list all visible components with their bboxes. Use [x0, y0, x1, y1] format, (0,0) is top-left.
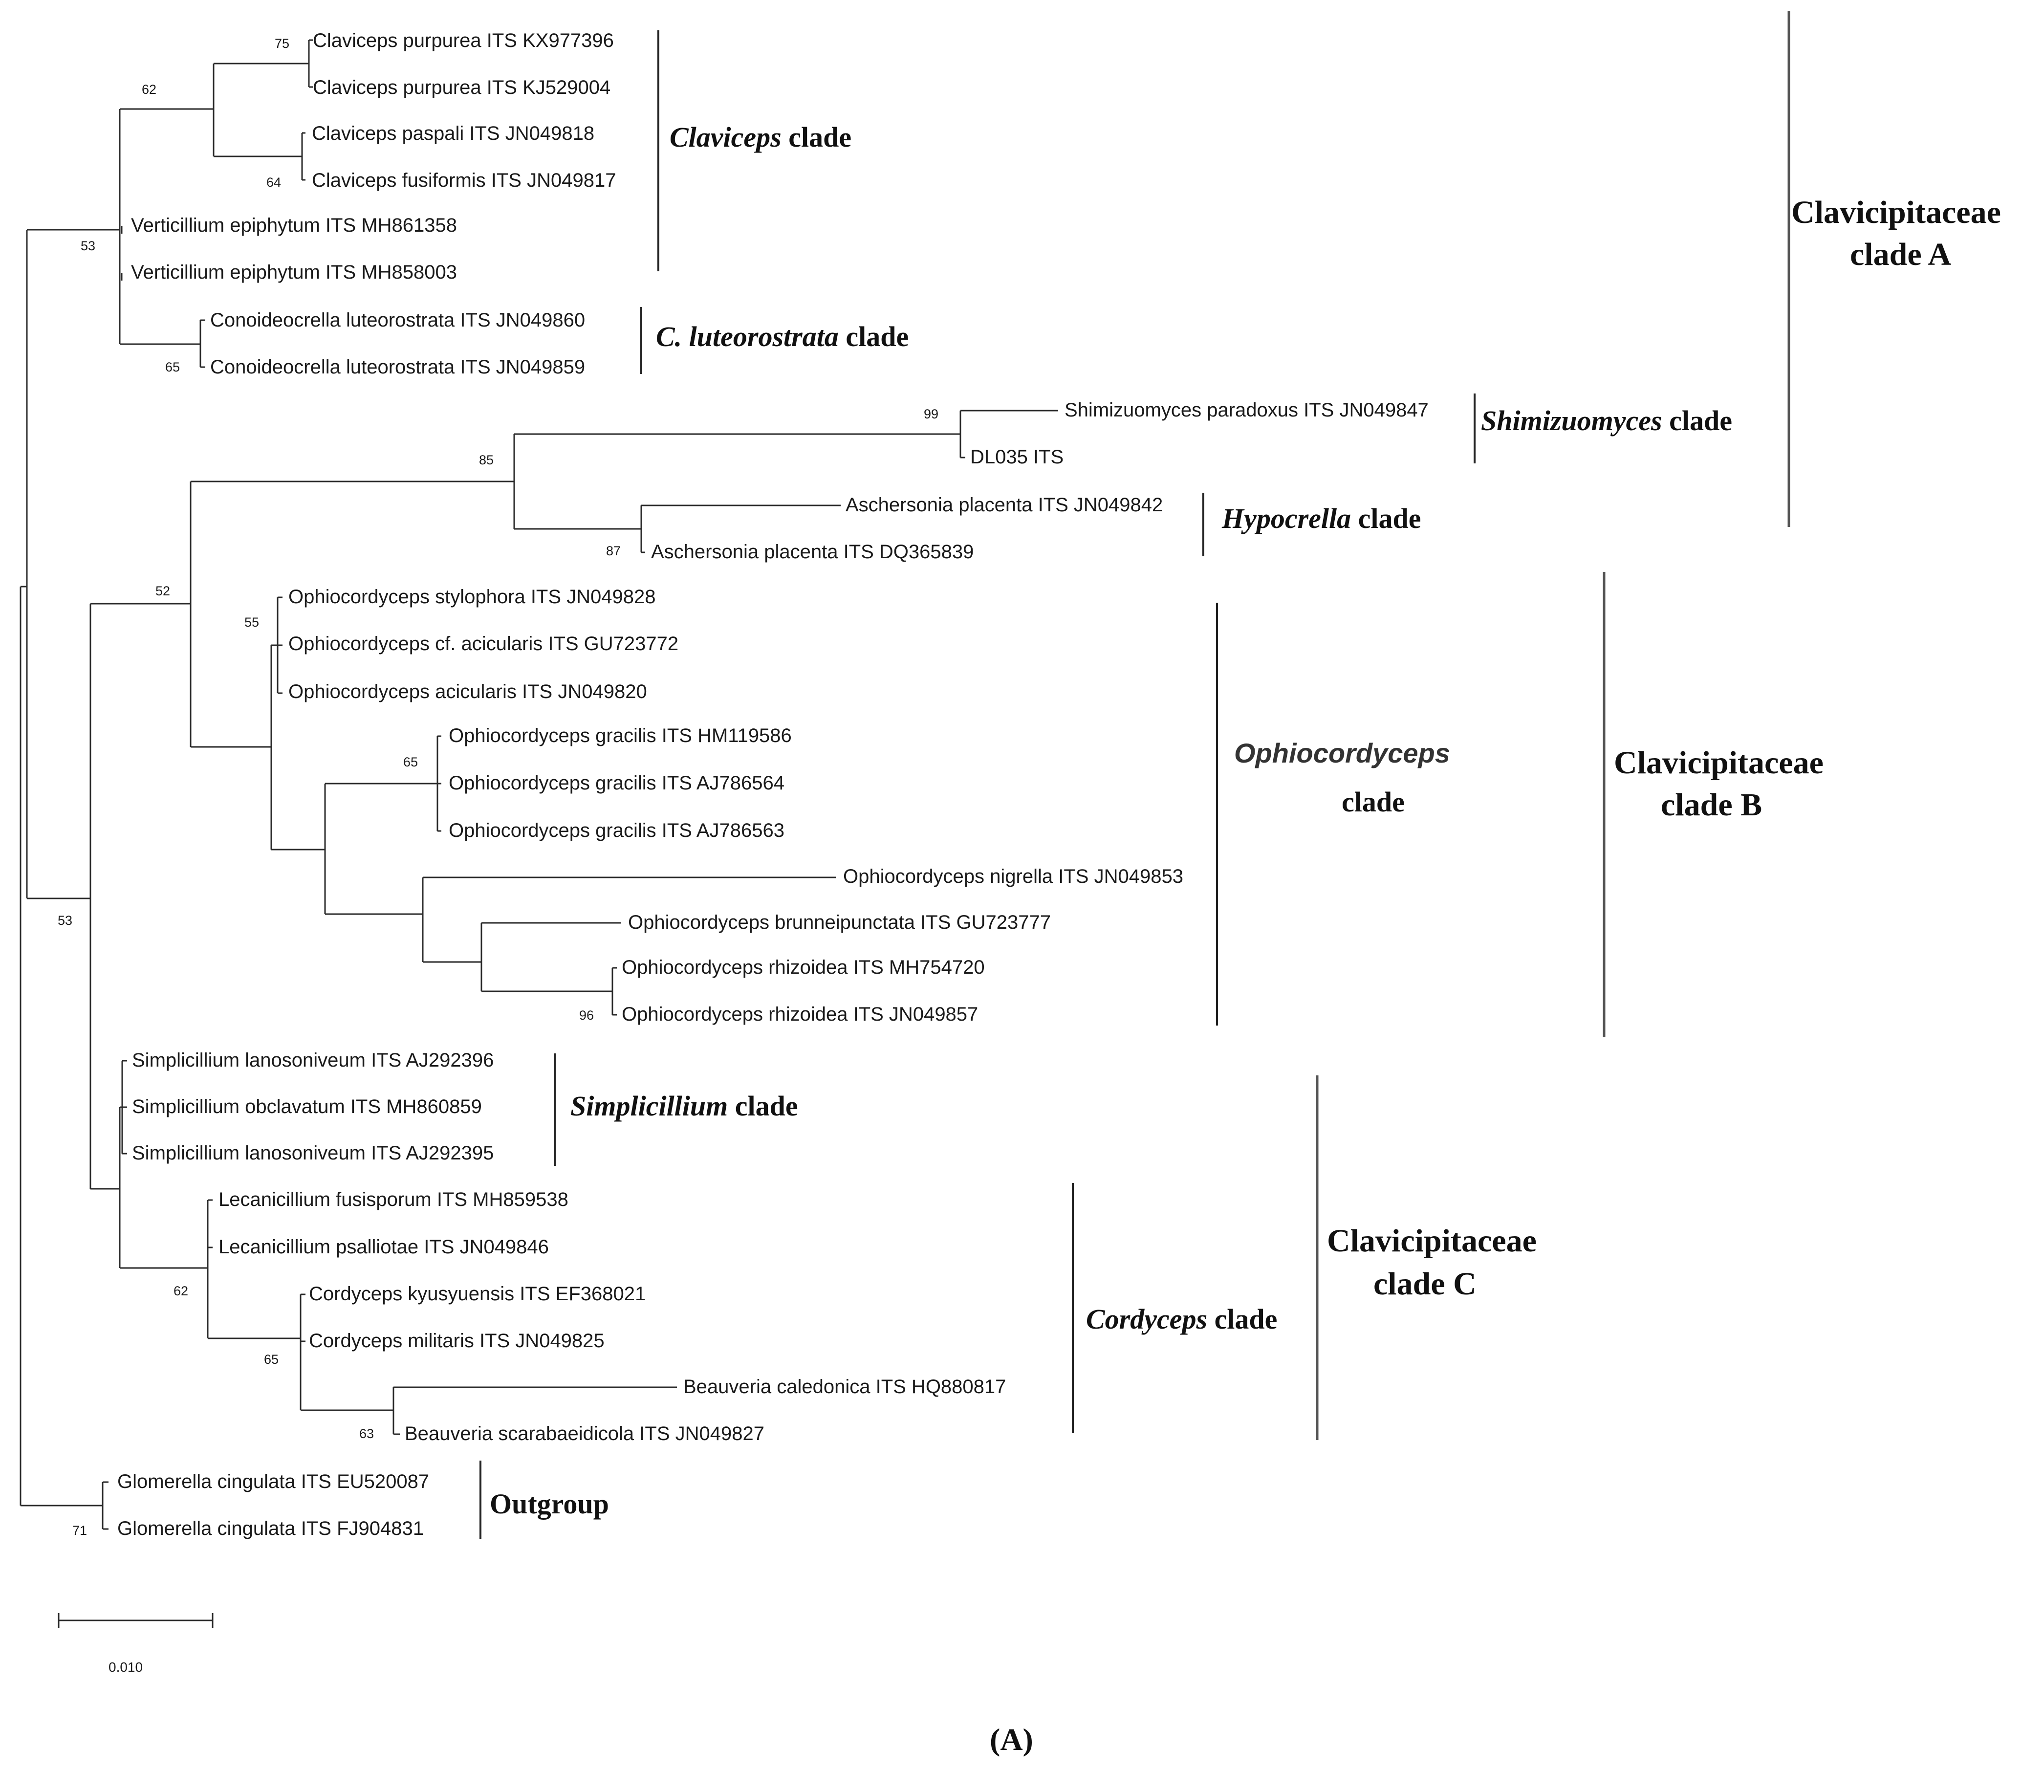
taxon-label: Ophiocordyceps brunneipunctata ITS GU723…	[628, 912, 1051, 933]
shimizuomyces-clade-label: Shimizuomyces clade	[1481, 405, 1732, 437]
taxon-label: Cordyceps militaris ITS JN049825	[309, 1330, 605, 1352]
bootstrap-value: 65	[165, 360, 180, 374]
cordyceps-clade-label: Cordyceps clade	[1086, 1303, 1277, 1335]
taxon-label: Verticillium epiphytum ITS MH861358	[131, 215, 457, 236]
taxon-label: Lecanicillium psalliotae ITS JN049846	[218, 1236, 549, 1258]
clade-brackets	[479, 11, 1790, 1539]
taxon-label: Simplicillium obclavatum ITS MH860859	[132, 1096, 482, 1117]
taxon-label: Simplicillium lanosoniveum ITS AJ292396	[132, 1049, 494, 1071]
bootstrap-value: 65	[403, 755, 418, 769]
taxon-label: Lecanicillium fusisporum ITS MH859538	[218, 1189, 568, 1210]
taxon-label: Beauveria scarabaeidicola ITS JN049827	[405, 1423, 764, 1444]
taxon-label: Ophiocordyceps gracilis ITS HM119586	[449, 725, 792, 746]
bootstrap-value: 53	[58, 913, 72, 928]
family-labels: Clavicipitaceae clade A Clavicipitaceae …	[1327, 195, 2001, 1302]
bootstrap-value: 64	[266, 175, 281, 190]
outgroup-label: Outgroup	[490, 1488, 609, 1520]
bootstrap-value: 75	[275, 36, 289, 51]
claviceps-clade-label: Claviceps clade	[670, 121, 851, 153]
taxon-label: Ophiocordyceps rhizoidea ITS JN049857	[622, 1004, 978, 1025]
taxon-label: Simplicillium lanosoniveum ITS AJ292395	[132, 1142, 494, 1164]
taxon-labels: Claviceps purpurea ITS KX977396 Clavicep…	[117, 30, 1429, 1539]
family-c-label-line1: Clavicipitaceae	[1327, 1223, 1537, 1259]
taxon-label: Ophiocordyceps nigrella ITS JN049853	[843, 866, 1183, 887]
taxon-label: Claviceps purpurea ITS KX977396	[313, 30, 614, 51]
taxon-label: Ophiocordyceps gracilis ITS AJ786563	[449, 820, 784, 841]
luteorostrata-clade-label: C. luteorostrata clade	[656, 321, 909, 352]
hypocrella-clade-label: Hypocrella clade	[1221, 503, 1421, 534]
bootstrap-value: 87	[606, 544, 621, 558]
taxon-label: Glomerella cingulata ITS EU520087	[117, 1471, 429, 1492]
bootstrap-value: 85	[479, 453, 494, 467]
bootstrap-value: 96	[579, 1008, 594, 1023]
taxon-label: Aschersonia placenta ITS DQ365839	[651, 541, 974, 563]
scale-label: 0.010	[109, 1660, 143, 1675]
scale-bar: 0.010	[58, 1613, 214, 1675]
bootstrap-value: 71	[72, 1523, 87, 1538]
family-c-label-line2: clade C	[1373, 1266, 1477, 1302]
taxon-label: Ophiocordyceps gracilis ITS AJ786564	[449, 772, 784, 794]
taxon-label: Ophiocordyceps acicularis ITS JN049820	[288, 681, 647, 702]
tree-branches	[20, 39, 1058, 1530]
family-a-label-line2: clade A	[1850, 237, 1951, 272]
taxon-label: Verticillium epiphytum ITS MH858003	[131, 262, 457, 283]
bootstrap-value: 53	[81, 239, 95, 253]
taxon-label: Ophiocordyceps cf. acicularis ITS GU7237…	[288, 633, 678, 655]
taxon-label: DL035 ITS	[970, 446, 1064, 468]
bootstrap-value: 99	[924, 407, 938, 421]
taxon-label: Ophiocordyceps stylophora ITS JN049828	[288, 586, 656, 608]
family-b-label-line1: Clavicipitaceae	[1614, 745, 1824, 781]
taxon-label: Claviceps fusiformis ITS JN049817	[312, 170, 616, 191]
taxon-label: Cordyceps kyusyuensis ITS EF368021	[309, 1283, 646, 1305]
taxon-label: Ophiocordyceps rhizoidea ITS MH754720	[622, 957, 985, 978]
taxon-label: Shimizuomyces paradoxus ITS JN049847	[1065, 399, 1429, 421]
panel-label: (A)	[990, 1722, 1033, 1757]
bootstrap-value: 62	[174, 1284, 188, 1298]
bootstrap-value: 62	[142, 82, 156, 97]
bootstrap-value: 52	[155, 584, 170, 598]
simplicillium-clade-label: Simplicillium clade	[570, 1090, 798, 1122]
bootstrap-values: 75 62 64 53 65 99 85 87 52 55 65 96 53 6…	[58, 36, 938, 1538]
bootstrap-value: 65	[264, 1352, 279, 1367]
taxon-label: Claviceps purpurea ITS KJ529004	[313, 77, 610, 98]
taxon-label: Conoideocrella luteorostrata ITS JN04986…	[210, 309, 585, 331]
taxon-label: Aschersonia placenta ITS JN049842	[846, 494, 1163, 516]
ophiocordyceps-clade-label: Ophiocordyceps	[1234, 738, 1450, 768]
taxon-label: Conoideocrella luteorostrata ITS JN04985…	[210, 356, 585, 378]
ophiocordyceps-clade-label-line2: clade	[1342, 786, 1405, 818]
family-b-label-line2: clade B	[1661, 787, 1762, 823]
taxon-label: Beauveria caledonica ITS HQ880817	[683, 1376, 1006, 1398]
taxon-label: Glomerella cingulata ITS FJ904831	[117, 1518, 424, 1539]
bootstrap-value: 55	[244, 615, 259, 630]
family-a-label-line1: Clavicipitaceae	[1791, 195, 2001, 230]
clade-labels: Claviceps clade C. luteorostrata clade S…	[490, 121, 1732, 1520]
taxon-label: Claviceps paspali ITS JN049818	[312, 123, 594, 144]
bootstrap-value: 63	[359, 1426, 374, 1441]
